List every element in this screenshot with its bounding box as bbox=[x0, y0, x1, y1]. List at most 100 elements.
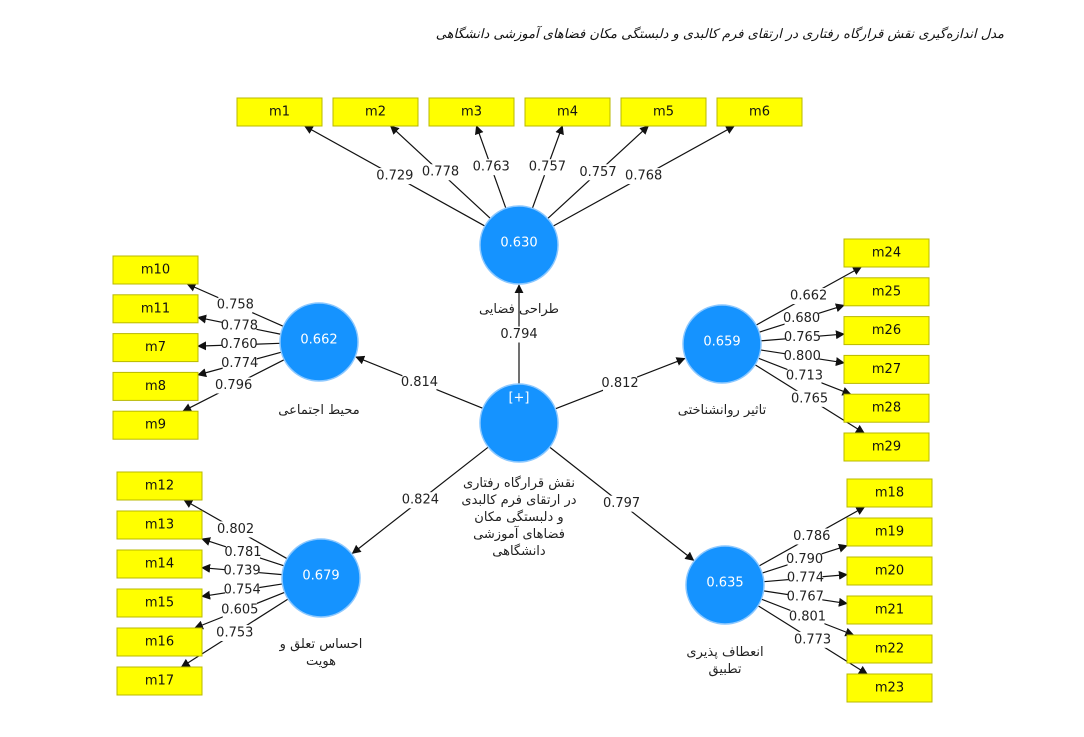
loading-m24-label-bg bbox=[791, 288, 826, 305]
loading-m4-label-bg bbox=[530, 159, 565, 176]
loading-m7-label-bg bbox=[222, 336, 257, 353]
loading-m8-label-bg bbox=[222, 355, 257, 372]
loading-m25-coefficient: 0.680 bbox=[783, 311, 820, 326]
indicator-label: m16 bbox=[145, 635, 174, 650]
loading-m20-coefficient: 0.774 bbox=[787, 571, 824, 586]
indicator-m8[interactable] bbox=[112, 371, 199, 401]
diagram-title: مدل اندازه‌گیری نقش قرارگاه رفتاری در ار… bbox=[435, 27, 1004, 42]
loading-m22-coefficient: 0.801 bbox=[789, 610, 826, 625]
expand-marker[interactable]: [+] bbox=[508, 391, 529, 406]
loading-m3-coefficient: 0.763 bbox=[473, 160, 510, 175]
indicator-label: m21 bbox=[875, 603, 904, 618]
loading-m12-label-bg bbox=[218, 521, 253, 538]
loading-m10-coefficient: 0.758 bbox=[217, 298, 254, 313]
indicator-m2[interactable] bbox=[332, 97, 419, 127]
construct-label-flex: انعطاف پذیری bbox=[686, 645, 763, 660]
indicator-m16[interactable] bbox=[116, 627, 203, 657]
indicator-m13[interactable] bbox=[116, 510, 203, 540]
indicator-label: m13 bbox=[145, 518, 174, 533]
indicator-m29[interactable] bbox=[843, 432, 930, 462]
indicator-m6[interactable] bbox=[716, 97, 803, 127]
construct-label-central: نقش قرارگاه رفتاری bbox=[463, 475, 575, 491]
construct-label-central: فضاهای آموزشی bbox=[473, 525, 565, 542]
construct-label-central: و دلبستگی مکان bbox=[474, 509, 563, 525]
loading-m26-coefficient: 0.765 bbox=[784, 330, 821, 345]
indicator-label: m11 bbox=[141, 301, 170, 316]
indicator-m10[interactable] bbox=[112, 255, 199, 285]
construct-label-central: در ارتقای فرم کالبدی bbox=[461, 493, 576, 508]
loading-m29-label-bg bbox=[792, 390, 827, 407]
loading-m6-coefficient: 0.768 bbox=[625, 169, 662, 184]
loading-m19-coefficient: 0.790 bbox=[786, 552, 823, 567]
indicator-m22[interactable] bbox=[846, 634, 933, 664]
loading-m28-label-bg bbox=[787, 368, 822, 385]
construct-label-spatial: طراحی فضایی bbox=[479, 302, 559, 317]
construct-central[interactable] bbox=[479, 383, 559, 463]
loading-m13-label-bg bbox=[225, 544, 260, 561]
indicator-label: m19 bbox=[875, 525, 904, 540]
indicator-m14[interactable] bbox=[116, 549, 203, 579]
loading-m16-label-bg bbox=[222, 602, 257, 619]
indicator-label: m18 bbox=[875, 486, 904, 501]
construct-r2-value: 0.635 bbox=[706, 576, 743, 591]
indicator-m23[interactable] bbox=[846, 673, 933, 703]
indicator-label: m7 bbox=[145, 340, 166, 355]
indicator-label: m23 bbox=[875, 681, 904, 696]
indicator-m12[interactable] bbox=[116, 471, 203, 501]
path-psych-label-bg bbox=[603, 375, 638, 392]
indicator-label: m29 bbox=[872, 440, 901, 455]
loading-m20-label-bg bbox=[788, 570, 823, 587]
construct-belonging[interactable] bbox=[281, 538, 361, 618]
indicator-m26[interactable] bbox=[843, 316, 930, 346]
indicator-m5[interactable] bbox=[620, 97, 707, 127]
indicator-m3[interactable] bbox=[428, 97, 515, 127]
path-social-coefficient: 0.814 bbox=[401, 375, 438, 390]
loading-m11-coefficient: 0.778 bbox=[221, 318, 258, 333]
indicator-m9[interactable] bbox=[112, 410, 199, 440]
construct-label-flex: تطبیق bbox=[709, 662, 742, 677]
loading-m25-label-bg bbox=[784, 310, 819, 327]
indicator-m28[interactable] bbox=[843, 393, 930, 423]
indicator-m4[interactable] bbox=[524, 97, 611, 127]
indicator-m7[interactable] bbox=[112, 333, 199, 363]
loading-m21-label-bg bbox=[788, 589, 823, 606]
construct-r2-value: 0.679 bbox=[302, 569, 339, 584]
indicator-m1[interactable] bbox=[236, 97, 323, 127]
loading-m19-label-bg bbox=[787, 551, 822, 568]
loading-m18-coefficient: 0.786 bbox=[793, 529, 830, 544]
indicator-label: m25 bbox=[872, 284, 901, 299]
construct-label-belonging: هویت bbox=[306, 654, 336, 669]
indicator-m11[interactable] bbox=[112, 294, 199, 324]
indicator-m25[interactable] bbox=[843, 277, 930, 307]
loading-m13-coefficient: 0.781 bbox=[224, 545, 261, 560]
indicator-m24[interactable] bbox=[843, 238, 930, 268]
indicator-label: m2 bbox=[365, 105, 386, 120]
path-belonging-label-bg bbox=[403, 492, 438, 509]
indicator-label: m4 bbox=[557, 105, 578, 120]
indicator-label: m9 bbox=[145, 418, 166, 433]
construct-psych[interactable] bbox=[682, 304, 762, 384]
indicator-m27[interactable] bbox=[843, 354, 930, 384]
indicator-label: m3 bbox=[461, 105, 482, 120]
loading-m23-coefficient: 0.773 bbox=[794, 632, 831, 647]
loading-m3-label-bg bbox=[474, 159, 509, 176]
indicator-label: m1 bbox=[269, 105, 290, 120]
indicator-m17[interactable] bbox=[116, 666, 203, 696]
construct-r2-value: 0.630 bbox=[500, 236, 537, 251]
indicator-m21[interactable] bbox=[846, 595, 933, 625]
indicator-m20[interactable] bbox=[846, 556, 933, 586]
indicator-m18[interactable] bbox=[846, 478, 933, 508]
loading-m21-coefficient: 0.767 bbox=[787, 590, 824, 605]
loading-m12-coefficient: 0.802 bbox=[217, 522, 254, 537]
construct-social[interactable] bbox=[279, 302, 359, 382]
construct-label-belonging: احساس تعلق و bbox=[279, 637, 363, 652]
loading-m27-coefficient: 0.800 bbox=[784, 349, 821, 364]
construct-spatial[interactable] bbox=[479, 205, 559, 285]
loading-m14-coefficient: 0.739 bbox=[223, 564, 260, 579]
indicator-m19[interactable] bbox=[846, 517, 933, 547]
indicator-label: m5 bbox=[653, 105, 674, 120]
construct-flex[interactable] bbox=[685, 545, 765, 625]
path-spatial-coefficient: 0.794 bbox=[500, 327, 537, 342]
loading-m9-label-bg bbox=[216, 377, 251, 394]
indicator-m15[interactable] bbox=[116, 588, 203, 618]
